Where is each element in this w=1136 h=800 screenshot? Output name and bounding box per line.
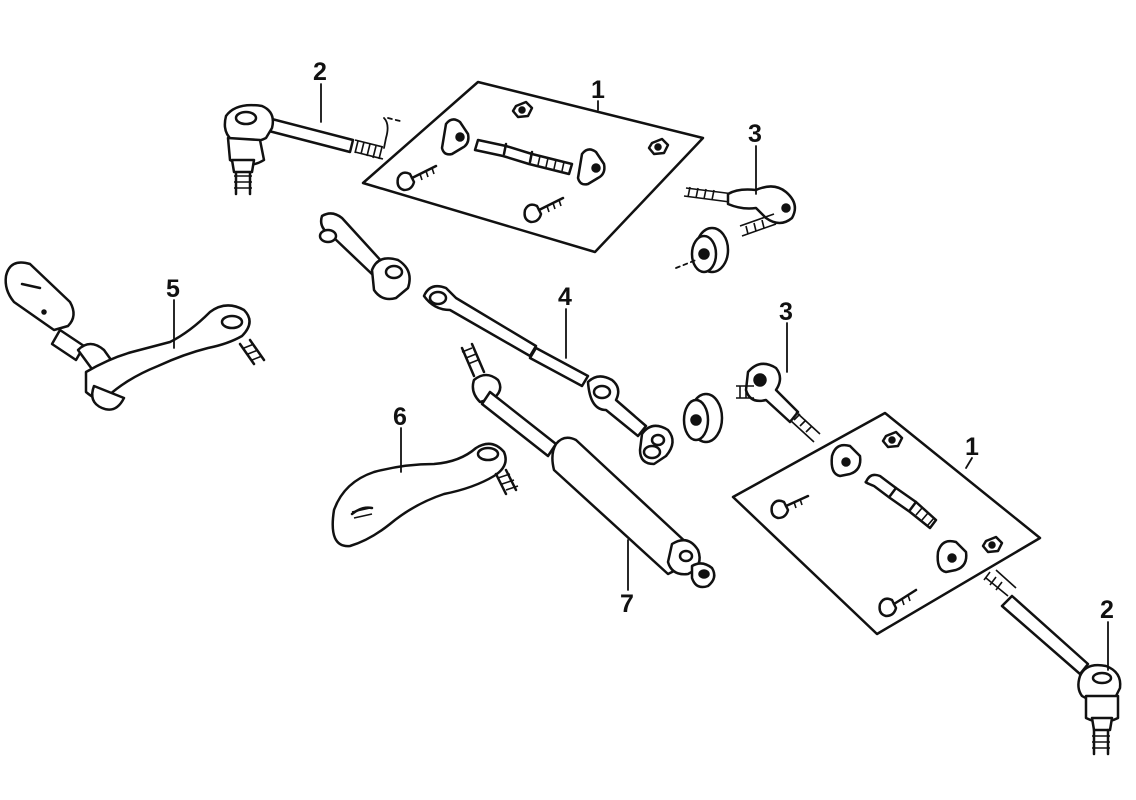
kit-bolt	[770, 494, 810, 520]
kit-nut	[511, 100, 534, 119]
kit-nut	[881, 430, 904, 449]
kit-bolt	[878, 588, 918, 618]
inner-tie-rod-end-top	[675, 185, 797, 274]
rubber-bushing	[682, 392, 724, 444]
outer-tie-rod-end-top	[223, 103, 401, 196]
callout-7: 7	[620, 590, 634, 618]
kit-bolt	[396, 164, 438, 192]
kit-clamp	[936, 539, 968, 574]
callout-2-bottom: 2	[1100, 596, 1114, 624]
kit-clamp	[830, 443, 862, 478]
tie-rod-adjuster-kit-bottom	[731, 411, 1042, 636]
rubber-bushing	[675, 226, 730, 274]
pitman-arm	[331, 442, 519, 548]
kit-clamp	[440, 118, 470, 156]
callout-1-top: 1	[591, 76, 605, 104]
callout-3-top: 3	[748, 120, 762, 148]
kit-bolt	[523, 196, 565, 224]
callouts: 1 2 3 4 3 5 6 1 7 2	[166, 58, 1114, 624]
callout-3-mid: 3	[779, 298, 793, 326]
outer-tie-rod-end-bottom	[983, 569, 1122, 756]
center-link	[318, 212, 674, 466]
tie-rod-adjuster-kit-top	[361, 80, 705, 254]
leader-lines	[173, 83, 1109, 671]
callout-5: 5	[166, 275, 180, 303]
steering-damper	[460, 342, 716, 589]
callout-4: 4	[558, 283, 572, 311]
callout-1-bottom: 1	[965, 433, 979, 461]
kit-clamp	[576, 148, 606, 186]
idler-arm	[4, 261, 266, 411]
kit-nut	[981, 535, 1004, 554]
inner-tie-rod-end-mid	[682, 362, 821, 444]
callout-6: 6	[393, 403, 407, 431]
kit-adjuster-sleeve	[473, 138, 574, 176]
callout-2-top: 2	[313, 58, 327, 86]
kit-adjuster-sleeve	[864, 473, 938, 530]
kit-nut	[647, 137, 670, 156]
